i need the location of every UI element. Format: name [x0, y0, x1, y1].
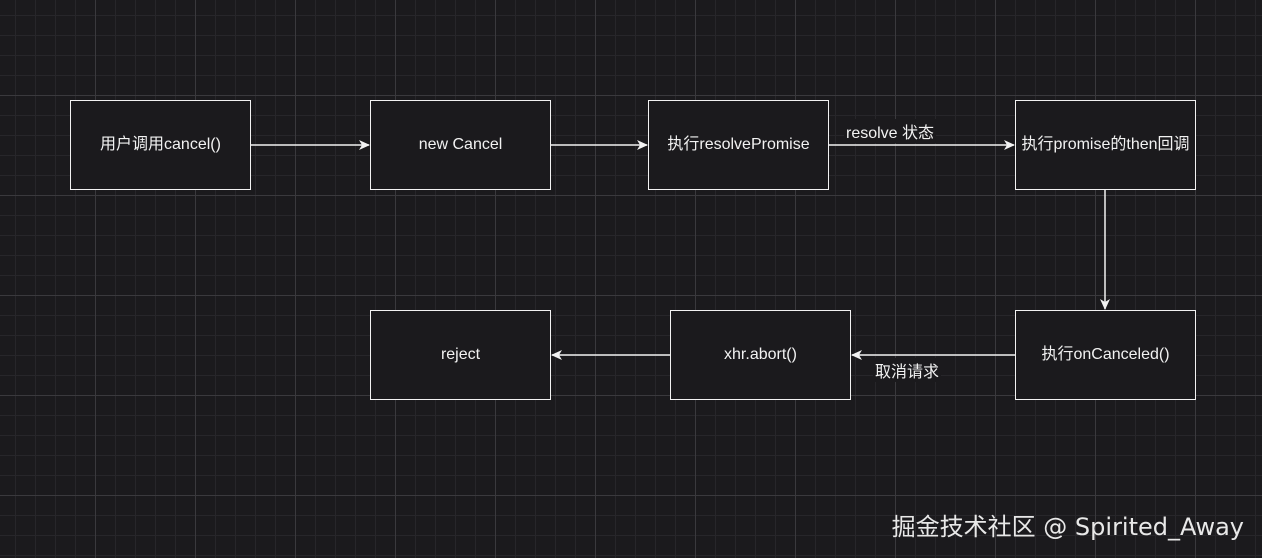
node-xhr-abort-label: xhr.abort()	[724, 346, 797, 363]
node-user-cancel-label: 用户调用cancel()	[100, 136, 221, 153]
node-on-canceled-label: 执行onCanceled()	[1041, 346, 1170, 363]
node-then-callback-label: 执行promise的then回调	[1021, 136, 1190, 153]
node-user-cancel[interactable]: 用户调用cancel()	[70, 100, 251, 190]
edge-label-cancel-request: 取消请求	[873, 358, 942, 382]
node-new-cancel-label: new Cancel	[418, 136, 503, 153]
watermark: 掘金技术社区 @ Spirited_Away	[891, 513, 1244, 541]
node-resolve-promise[interactable]: 执行resolvePromise	[648, 100, 829, 190]
node-new-cancel[interactable]: new Cancel	[370, 100, 551, 190]
node-xhr-abort[interactable]: xhr.abort()	[670, 310, 851, 400]
node-on-canceled[interactable]: 执行onCanceled()	[1015, 310, 1196, 400]
node-reject[interactable]: reject	[370, 310, 551, 400]
node-resolve-promise-label: 执行resolvePromise	[667, 136, 810, 153]
edge-label-resolve-state: resolve 状态	[844, 119, 937, 143]
node-then-callback[interactable]: 执行promise的then回调	[1015, 100, 1196, 190]
node-reject-label: reject	[440, 346, 481, 363]
